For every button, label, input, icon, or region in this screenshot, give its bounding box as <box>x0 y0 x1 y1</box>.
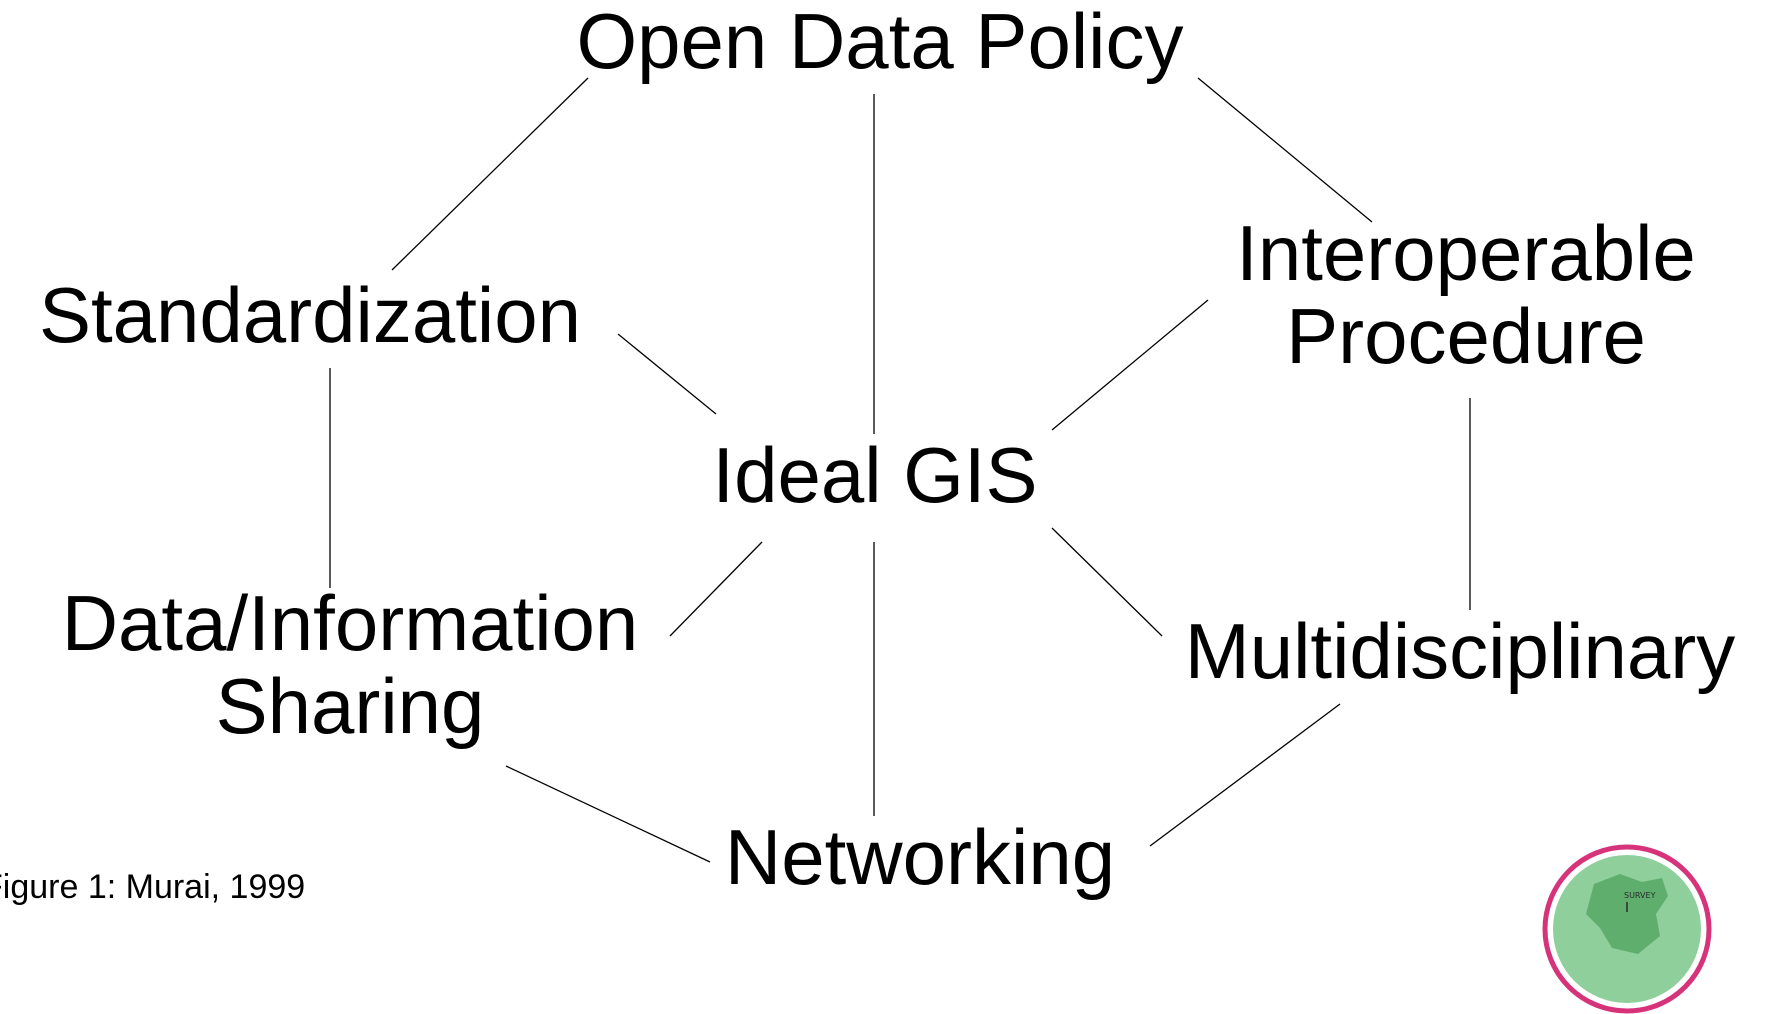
line-interoperable-to-ideal-gis <box>1051 299 1209 431</box>
node-label-line-2: Sharing <box>215 662 485 751</box>
node-multidisciplinary: Multidisciplinary <box>1150 607 1770 695</box>
survey-seal-icon: SURVEY <box>1542 844 1712 1014</box>
figure-caption: Figure 1: Murai, 1999 <box>0 868 306 906</box>
node-ideal-gis: Ideal GIS <box>690 431 1060 519</box>
line-data-sharing-to-networking <box>505 765 711 863</box>
node-interoperable-procedure: Interoperable Procedure <box>1196 209 1736 381</box>
line-standardization-to-ideal-gis <box>617 333 717 415</box>
center-label: Ideal GIS <box>712 431 1038 519</box>
connection-lines <box>329 77 1471 863</box>
svg-text:SURVEY: SURVEY <box>1624 891 1656 900</box>
node-label: Networking <box>724 813 1116 901</box>
line-open-data-to-standardization <box>391 77 589 271</box>
node-label: Standardization <box>38 271 582 359</box>
node-open-data-policy: Open Data Policy <box>540 0 1220 83</box>
node-label-line-1: Interoperable <box>1236 209 1696 297</box>
line-open-data-to-interoperable <box>1197 77 1373 223</box>
node-label-line-1: Data/Information <box>61 579 639 667</box>
line-multidisciplinary-to-networking <box>1149 703 1341 847</box>
node-data-information-sharing: Data/Information Sharing <box>10 579 690 751</box>
line-data-sharing-to-ideal-gis <box>669 541 763 637</box>
node-standardization: Standardization <box>0 271 620 359</box>
node-label: Multidisciplinary <box>1184 607 1736 695</box>
node-label: Open Data Policy <box>576 0 1184 85</box>
node-label-line-2: Procedure <box>1286 292 1646 381</box>
node-networking: Networking <box>700 813 1140 901</box>
line-multidisciplinary-to-ideal-gis <box>1051 527 1163 637</box>
